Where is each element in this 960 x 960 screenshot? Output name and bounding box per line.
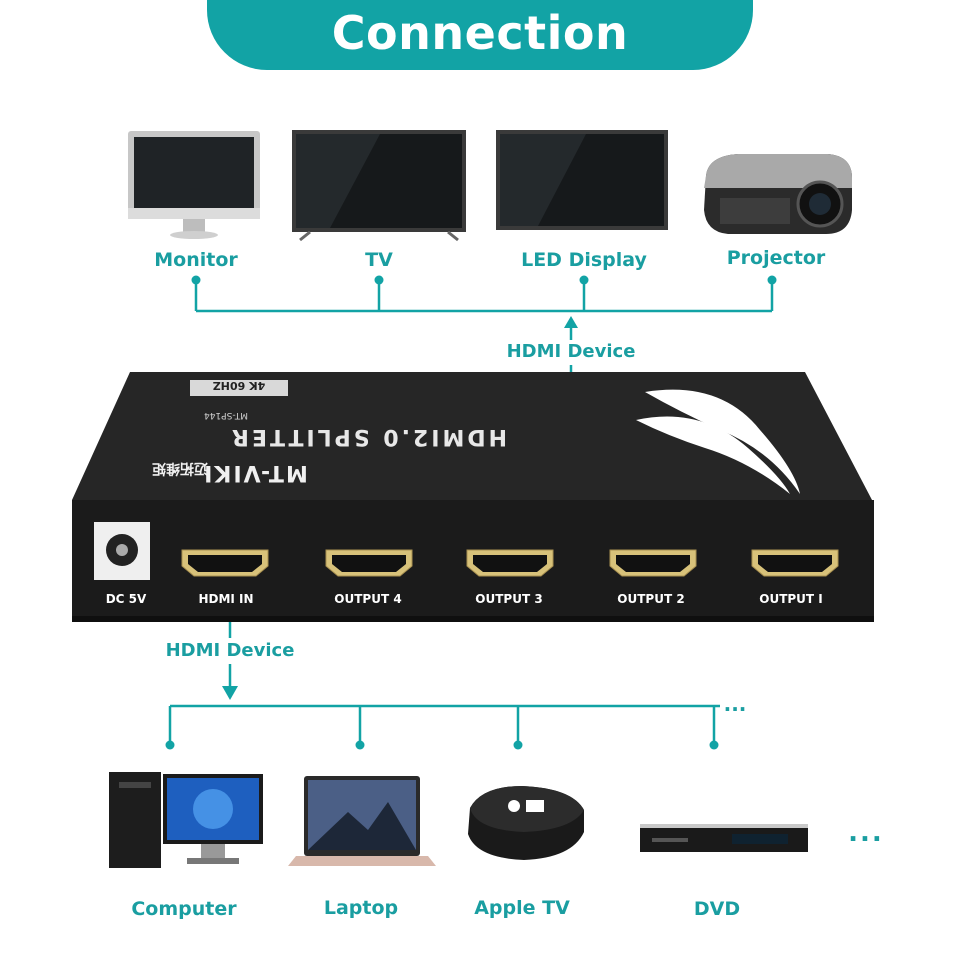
node-laptop [355, 740, 365, 750]
node-monitor [191, 275, 201, 285]
monitor-icon [128, 131, 260, 239]
input-label-dvd: DVD [693, 898, 741, 920]
input-bus-label: HDMI Device [165, 640, 295, 661]
node-projector [767, 275, 777, 285]
splitter-brand-cn: 迈拓维矩 [152, 460, 208, 476]
output-label-tv: TV [365, 249, 393, 271]
port-label-output-4: OUTPUT 4 [334, 592, 402, 606]
projector-icon [704, 154, 852, 234]
input-label-apple-tv: Apple TV [474, 897, 570, 919]
apple-tv-icon [468, 786, 584, 860]
node-led-display [579, 275, 589, 285]
splitter-product-name: HDMI2.0 SPLITTER [228, 424, 508, 449]
output-label-projector: Projector [726, 247, 826, 269]
input-label-laptop: Laptop [323, 897, 399, 919]
more-devices-indicator: ... [848, 818, 884, 848]
node-tv [374, 275, 384, 285]
tv-icon [292, 130, 466, 242]
node-computer [165, 740, 175, 750]
arrow-up-icon [564, 316, 578, 328]
swoosh-logo [645, 389, 800, 494]
port-label-dc: DC 5V [105, 592, 147, 606]
header-banner: Connection [207, 0, 753, 70]
node-apple-tv [513, 740, 523, 750]
input-label-computer: Computer [131, 898, 237, 920]
port-label-output-3: OUTPUT 3 [475, 592, 543, 606]
led-display-icon [496, 130, 668, 230]
splitter-brand: MT-VIKI [202, 460, 308, 485]
arrow-down-icon [222, 686, 238, 700]
port-label-output-1: OUTPUT I [759, 592, 823, 606]
port-label-output-2: OUTPUT 2 [617, 592, 685, 606]
output-bus-label: HDMI Device [506, 341, 636, 362]
splitter-model: MT-SP144 [203, 410, 249, 420]
page-title: Connection [331, 6, 629, 60]
bus-more-indicator: ... [723, 692, 747, 716]
port-label-hdmi-in: HDMI IN [198, 592, 254, 606]
splitter-badge: 4K 60HZ [212, 379, 266, 392]
computer-icon [109, 772, 263, 868]
output-label-led-display: LED Display [521, 249, 647, 271]
node-dvd [709, 740, 719, 750]
dvd-icon [640, 824, 808, 852]
laptop-icon [288, 776, 436, 866]
output-label-monitor: Monitor [154, 249, 238, 271]
